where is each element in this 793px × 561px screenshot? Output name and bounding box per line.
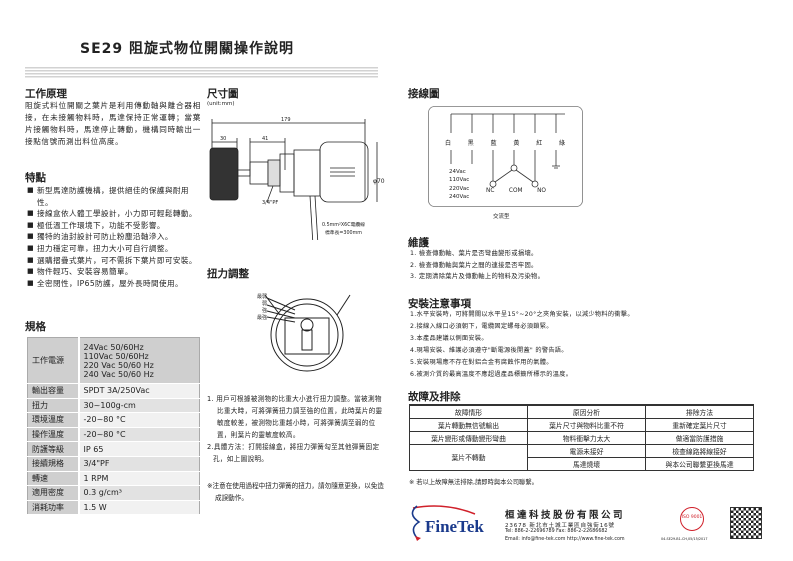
dimensions-heading: 尺寸圖 [207,88,239,100]
spec-value: 30~100g-cm [78,398,200,414]
qr-code[interactable] [730,507,762,539]
spec-value: IP 65 [78,441,200,457]
specs-heading: 規格 [25,321,46,333]
company-address: 23678 新北市土城工業區自強街16號 [505,523,615,529]
features-list: 新型馬達防護機構，提供絕佳的保護與耐用性。 接線盒依人體工學設計，小力即可輕鬆轉… [27,185,202,289]
dim-diameter: φ70 [373,178,385,185]
list-item: 2.具體方法：打開接線盒，將扭力彈簧勾至其他彈簧固定孔，如上圖說明。 [207,443,380,463]
cable-note: 0.5mm²X6C電纜線 [322,223,365,228]
company-web[interactable]: Email: info@fine-tek.com http://www.fine… [505,537,625,542]
column-header: 排除方法 [645,404,754,419]
spec-value: -20~80 °C [78,412,200,428]
install-heading: 安裝注意事項 [408,298,471,310]
spec-value: -20~80 °C [78,427,200,443]
install-list: 1.水平安裝時，可將開關以水平呈15°~20°之夾角安裝，以減少物料的衝擊。 2… [410,309,634,381]
wire-colors: 白黑藍黃紅綠 [445,140,565,147]
dim-overall: 179 [281,117,291,123]
dim-shaft: 41 [262,136,269,142]
spec-label: 工作電源 [27,337,80,384]
list-item: 物件輕巧、安裝容易簡單。 [27,266,202,278]
title-rule [25,67,378,78]
torque-warning: ※注意在使用過程中扭力彈簧的扭力，請勿隨意更換，以免造成誤動作。 [207,482,384,502]
list-item: 2. 檢查傳動軸與葉片之間的連接是否牢固。 [410,261,538,269]
spec-label: 輸出容量 [27,383,80,399]
spec-value: 1 RPM [78,471,200,487]
spec-label: 環境溫度 [27,412,80,428]
table-row: 葉片不轉動電源未接好檢查線路將線接好 [408,443,754,471]
dim-thread: 3/4"PF [262,200,279,206]
iso-seal: ISO 9001 [680,507,704,531]
troubleshoot-heading: 故障及排除 [408,391,461,403]
page-title: SE29 阻旋式物位開關操作說明 [80,41,295,57]
spec-label: 消耗功率 [27,500,80,516]
list-item: 全密閉性，IP65防護，屋外長時間使用。 [27,278,202,290]
list-item: 1. 用戶可根據被測物的比重大小進行扭力調整。當被測物比重大時，可將彈簧扭力調至… [207,395,383,439]
torque-heading: 扭力調整 [207,268,249,280]
list-item: 扭力穩定可靠，扭力大小可自行調整。 [27,243,202,255]
cert-code: 04-SE29-B1-CH,05/15/2017 [661,537,708,541]
maintenance-heading: 維護 [408,237,429,249]
spec-label: 扭力 [27,398,80,414]
logo-text: FineTek [425,517,484,536]
torque-spring-diagram [264,294,351,372]
spec-label: 適用密度 [27,485,80,501]
features-heading: 特點 [25,172,46,184]
torque-labels: 最弱弱強最強 [256,294,267,321]
cable-length: 標準長=300mm [325,231,362,236]
dim-paddle: 30 [220,136,227,142]
column-header: 原因分析 [527,404,647,419]
principle-heading: 工作原理 [25,88,67,100]
spec-label: 接續規格 [27,456,80,472]
spec-label: 轉速 [27,471,80,487]
spec-value: 0.3 g/cm³ [78,485,200,501]
wiring-heading: 接線圖 [408,88,440,100]
spec-value: 1.5 W [78,500,200,516]
principle-text: 阻旋式料位開關之葉片是利用傳動軸與離合器相接，在未接觸物料時，馬達保持正常運轉；… [25,101,201,146]
troubleshoot-note: ※ 若以上故障無法排除,請即時與本公司聯繫。 [409,479,538,486]
troubleshoot-table: 故障情形原因分析排除方法 葉片轉動無信號輸出葉片尺寸與物料比重不符重新確定葉片尺… [408,404,754,471]
company-phone: Tel: 886-2-22696789 Fax: 886-2-22686682 [505,529,608,534]
table-row: 馬達燒壞與本公司聯繫更換馬達 [410,456,754,471]
table-row: 葉片變形或傳動變形彎曲物料衝擊力太大做適當防護措施 [408,430,754,445]
list-item: 新型馬達防護機構，提供絕佳的保護與耐用性。 [27,185,202,208]
list-item: 1.水平安裝時，可將開關以水平呈15°~20°之夾角安裝，以減少物料的衝擊。 [410,311,634,318]
wiring-caption: 交流型 [493,214,510,220]
table-row: 葉片轉動無信號輸出葉片尺寸與物料比重不符重新確定葉片尺寸 [408,417,754,432]
unit-label: (unit:mm) [207,101,235,107]
list-item: 5.安裝現場應不存在對鋁合金有腐蝕作用的氣體。 [410,359,553,366]
torque-notes: 1. 用戶可根據被測物的比重大小進行扭力調整。當被測物比重大時，可將彈簧扭力調至… [207,393,385,465]
spec-label: 防護等級 [27,441,80,457]
spec-value: SPDT 3A/250Vac [78,383,200,399]
list-item: 4.現場安裝、維護必須遵守"斷電源後開蓋" 的警告語。 [410,347,568,354]
spec-value: 3/4"PF [78,456,200,472]
list-item: 6.被測介質的最高溫度不應超過產品標籤所標示的溫度。 [410,371,573,378]
finetek-logo [411,505,476,541]
maintenance-list: 1. 檢查傳動軸、葉片是否彎曲變形或損壞。 2. 檢查傳動軸與葉片之間的連接是否… [410,248,544,283]
list-item: 3.本產品建議以側面安裝。 [410,335,488,342]
column-header: 故障情形 [408,404,529,419]
list-item: 極低溫工作環境下，功能不受影響。 [27,220,202,232]
company-name: 桓達科技股份有限公司 [505,510,626,521]
list-item: 2.接線入線口必須朝下，電纜固定螺母必須鎖緊。 [410,323,553,330]
wiring-diagram [428,106,583,207]
list-item: 1. 檢查傳動軸、葉片是否彎曲變形或損壞。 [410,250,538,257]
list-item: 接線盒依人體工學設計，小力即可輕鬆轉動。 [27,208,202,220]
list-item: 選購摺疊式葉片，可不需拆下葉片即可安裝。 [27,255,202,267]
list-item: 3. 定期清除葉片及傳動軸上的物料及污染物。 [410,273,545,280]
spec-label: 操作溫度 [27,427,80,443]
dimension-drawing [209,119,378,240]
list-item: 獨特的油封設計可防止粉塵沿軸滲入。 [27,231,202,243]
